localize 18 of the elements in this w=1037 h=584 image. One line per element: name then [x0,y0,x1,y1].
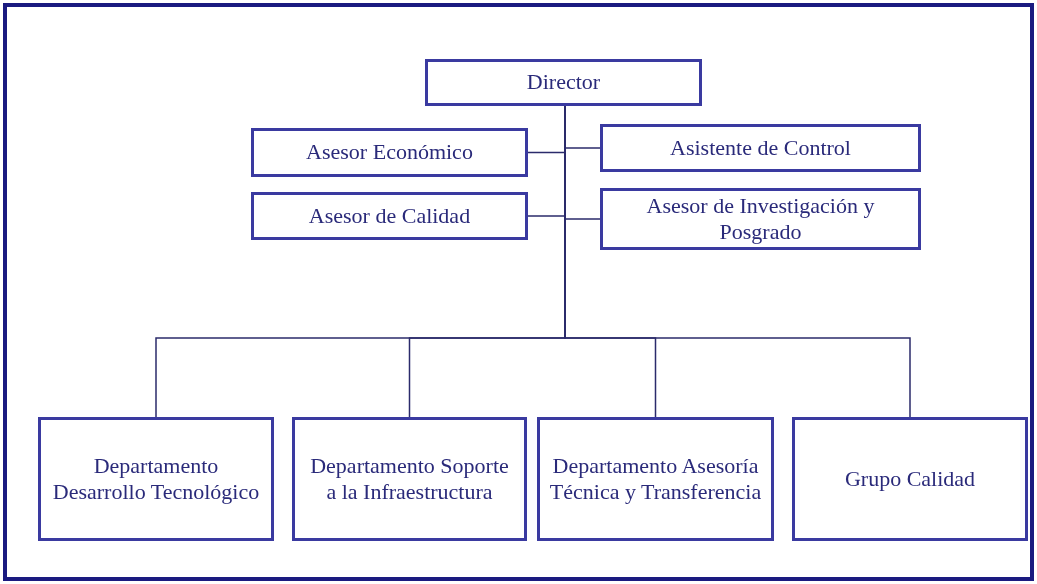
org-box [600,124,921,172]
org-box [600,188,921,250]
box-label: Asesor de Investigación y Posgrado [645,192,876,246]
org-box [251,128,528,177]
box-label: Departamento Soporte a la Infraestructura [309,452,510,506]
box-label: Asesor de Calidad [308,202,471,230]
box-label: Departamento Asesoría Técnica y Transferencia [548,452,763,506]
box-label: Grupo Calidad [844,465,976,493]
org-box [251,192,528,240]
org-box [38,417,274,541]
box-label: Asistente de Control [670,134,851,162]
org-box [537,417,774,541]
org-box [292,417,527,541]
box-label: Director [526,69,601,96]
org-box [425,59,702,106]
box-label: Departamento Desarrollo Tecnológico [51,452,261,506]
box-label: Asesor Económico [306,139,473,166]
org-box [792,417,1028,541]
